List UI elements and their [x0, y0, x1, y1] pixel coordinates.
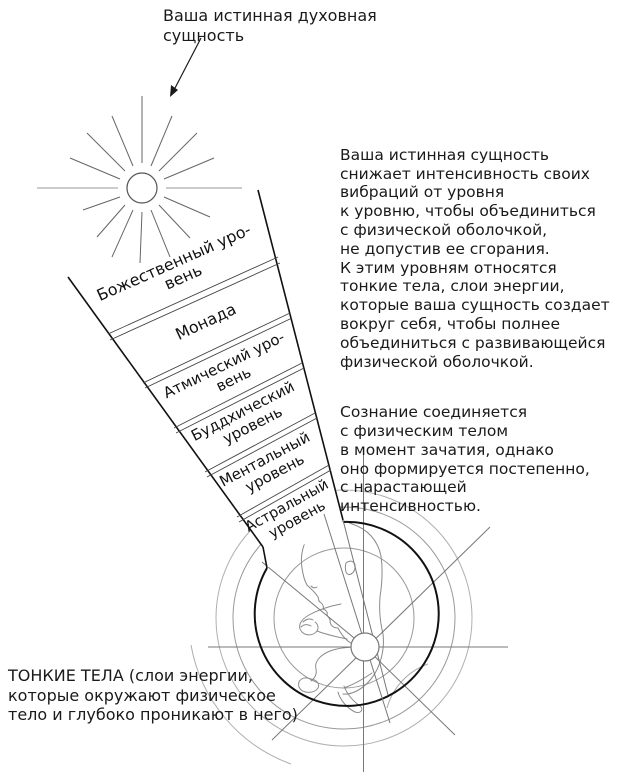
funnel-fill — [68, 190, 343, 568]
fetus-leg-lower — [337, 672, 373, 713]
fetus-face-profile — [306, 584, 339, 629]
sun-ray — [150, 209, 171, 258]
sun-ray — [111, 209, 134, 258]
divider-line — [236, 464, 330, 518]
arrow-pointer-icon — [170, 37, 202, 97]
fetus-chest-line — [337, 627, 353, 645]
funnel-shape: Божественный уро- вень Монада Атмический… — [67, 189, 344, 569]
sun-ray — [158, 204, 191, 239]
fetus-arm — [299, 603, 342, 636]
divider-line — [142, 312, 291, 384]
divider-line — [107, 256, 279, 335]
sun-burst-icon — [37, 96, 242, 264]
radiant-center-icon — [350, 632, 380, 662]
outer-ring — [215, 489, 473, 747]
divider-line — [175, 367, 305, 434]
sun-ray — [111, 115, 134, 167]
divider-line — [144, 317, 293, 389]
divider-line — [204, 412, 316, 473]
arrow-head — [170, 85, 178, 97]
sun-ray — [86, 132, 126, 172]
description-paragraph-2: Сознание соединяется с физическим телом … — [340, 403, 590, 516]
sun-ray — [163, 196, 211, 218]
fetus-eye — [310, 585, 318, 589]
sun-ray — [96, 204, 126, 238]
convergence-lines — [323, 513, 391, 724]
divider-line — [173, 362, 303, 429]
funnel-kink-edge — [262, 546, 268, 569]
sun-ray — [150, 115, 173, 167]
divider-line — [109, 262, 281, 341]
sun-ray — [69, 157, 121, 180]
sun-ray — [163, 157, 215, 180]
divider-line — [206, 417, 318, 478]
fetus-figure — [298, 519, 384, 713]
dark-shell-ring — [253, 520, 440, 707]
fetus-hand-fingers — [300, 618, 314, 628]
right-description: Ваша истинная сущность снижает интенсивн… — [340, 127, 612, 535]
sun-ray — [139, 211, 143, 264]
divider-line — [238, 469, 332, 523]
axis-line — [323, 513, 391, 724]
fetus-forearm — [316, 630, 348, 640]
sun-core — [126, 172, 158, 204]
sun-ray — [82, 196, 121, 211]
level-dividers — [107, 256, 332, 523]
sun-ray — [158, 132, 198, 172]
top-caption: Ваша истинная духовная сущность — [163, 6, 377, 45]
sun-rays — [37, 96, 242, 264]
bottom-caption: ТОНКИЕ ТЕЛА (слои энергии, которые окруж… — [8, 666, 298, 724]
outermost-arc — [190, 644, 292, 765]
fetus-foot-upper — [298, 677, 320, 693]
radiance-arc — [386, 663, 429, 709]
funnel-left-edge — [67, 276, 264, 548]
diagonal-ray-ne-sw — [271, 526, 491, 741]
fetus-back-outline — [342, 523, 384, 695]
description-paragraph-1: Ваша истинная сущность снижает интенсивн… — [340, 145, 610, 371]
right-edge-extension — [342, 519, 389, 696]
arrow-shaft — [173, 37, 202, 91]
middle-ring — [232, 506, 456, 730]
fetus-ear — [344, 560, 356, 576]
